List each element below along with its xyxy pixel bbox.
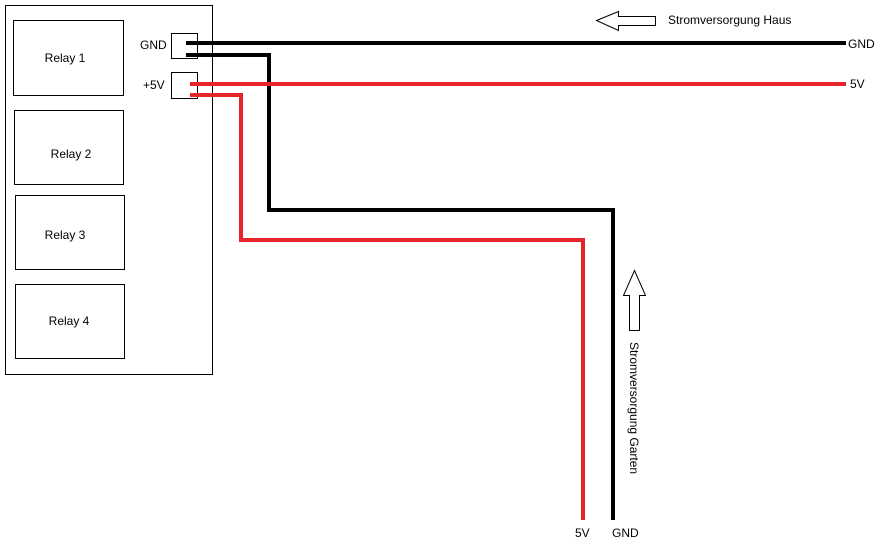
garden-gnd-label: GND	[612, 526, 639, 540]
relay-2: Relay 2	[14, 110, 124, 185]
v5-wire-garden	[190, 93, 585, 520]
relay-4-label: Relay 4	[49, 314, 90, 328]
terminal-gnd-label: GND	[140, 38, 167, 52]
garden-supply-label: Stromversorgung Garten	[627, 342, 641, 474]
relay-4: Relay 4	[15, 284, 125, 359]
relay-3-label: Relay 3	[45, 228, 86, 242]
garden-5v-label: 5V	[575, 526, 590, 540]
relay-3: Relay 3	[15, 195, 125, 270]
house-5v-label: 5V	[850, 77, 865, 91]
gnd-wire-garden	[186, 53, 615, 520]
house-gnd-label: GND	[848, 37, 875, 51]
relay-board	[5, 5, 213, 375]
terminal-gnd	[171, 33, 198, 59]
arrow-left-icon	[595, 10, 656, 32]
terminal-5v-label: +5V	[143, 78, 165, 92]
arrow-up-icon	[622, 269, 647, 331]
relay-1-label: Relay 1	[45, 51, 86, 65]
relay-2-label: Relay 2	[51, 147, 92, 161]
relay-1: Relay 1	[13, 20, 124, 96]
house-supply-label: Stromversorgung Haus	[668, 13, 791, 27]
